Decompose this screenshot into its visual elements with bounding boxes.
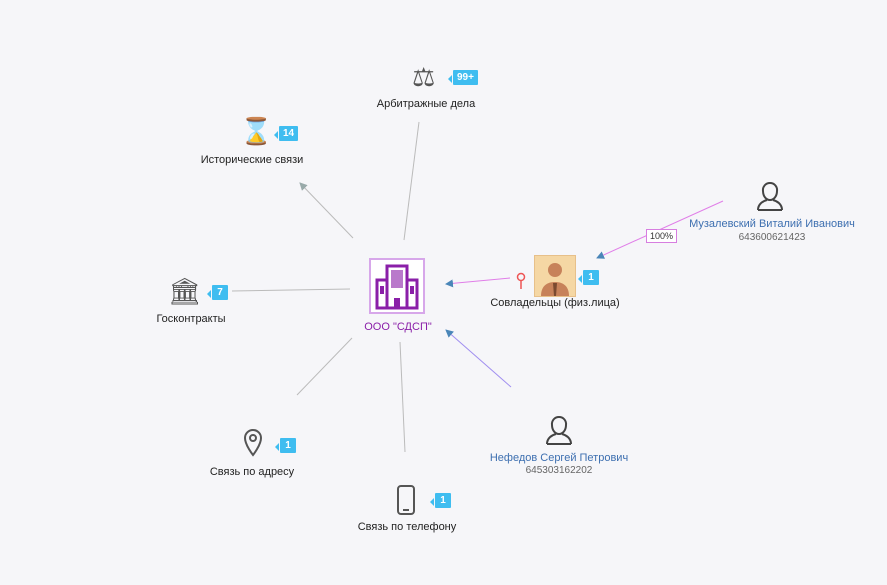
- phone-badge: 1: [430, 493, 451, 508]
- arbitr-label[interactable]: Арбитражные дела: [376, 98, 476, 110]
- person-inn: 645303162202: [525, 465, 593, 476]
- company-node[interactable]: [369, 258, 425, 314]
- hist-label[interactable]: Исторические связи: [200, 154, 304, 166]
- owners-badge: 1: [578, 270, 599, 285]
- edge-owners: [445, 277, 511, 288]
- edge-addr: [296, 337, 353, 396]
- edge-hist: [299, 182, 354, 239]
- owners-avatar[interactable]: [534, 255, 576, 297]
- person-icon[interactable]: [545, 414, 573, 446]
- addr-label[interactable]: Связь по адресу: [209, 466, 295, 478]
- phone-label[interactable]: Связь по телефону: [357, 521, 457, 533]
- phone-icon[interactable]: [396, 484, 416, 516]
- edge-gos: [231, 288, 351, 292]
- pin-marker-icon: [516, 272, 526, 289]
- scales-icon[interactable]: ⚖: [412, 62, 436, 92]
- edge-arbitr: [403, 121, 420, 241]
- arbitr-badge: 99+: [448, 70, 478, 85]
- person-photo-icon: [541, 263, 569, 296]
- person-inn: 643600621423: [738, 232, 806, 243]
- gos-badge: 7: [207, 285, 228, 300]
- map-pin-icon[interactable]: [242, 428, 264, 458]
- company-label[interactable]: ООО "СДСП": [364, 321, 432, 333]
- owners-label[interactable]: Совладельцы (физ.лица): [490, 297, 620, 309]
- share-label: 100%: [646, 229, 678, 243]
- person-icon[interactable]: [756, 180, 784, 212]
- building-icon: [375, 264, 419, 310]
- hourglass-icon[interactable]: ⌛: [240, 116, 273, 146]
- gos-label[interactable]: Госконтракты: [156, 313, 226, 325]
- edge-nefedov: [445, 329, 512, 388]
- edge-phone: [399, 341, 406, 453]
- person-name[interactable]: Музалевский Виталий Иванович: [689, 218, 855, 230]
- addr-badge: 1: [275, 438, 296, 453]
- bank-icon[interactable]: 🏛: [168, 276, 202, 306]
- hist-badge: 14: [273, 126, 299, 141]
- person-name[interactable]: Нефедов Сергей Петрович: [489, 452, 629, 464]
